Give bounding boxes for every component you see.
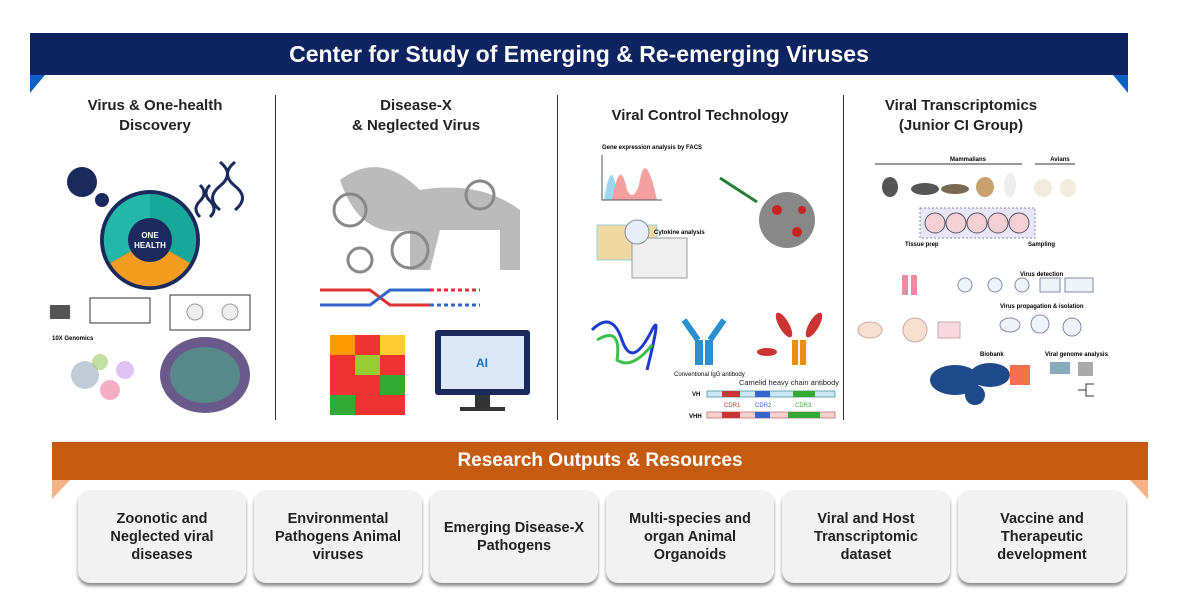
igg-antibody-icon [681, 318, 727, 365]
propagation-icons [999, 314, 1082, 337]
column-divider [843, 95, 844, 420]
genomics-label: 10X Genomics [52, 336, 94, 342]
dna-icon [194, 160, 244, 219]
cdr3-label: CDR3 [795, 403, 812, 409]
output-box-organoids: Multi-species and organ Animal Organoids [606, 490, 774, 583]
title-line: Disease-X [380, 97, 452, 114]
vaccine-virus-image [719, 176, 815, 248]
world-map-icon [930, 363, 1010, 405]
culture-icons [857, 317, 961, 343]
facs-label: Gene expression analysis by FACS [602, 145, 702, 151]
column-divider [557, 95, 558, 420]
ai-monitor-icon: AI [435, 330, 530, 411]
wheel-label: ONE [141, 231, 159, 240]
title-line: & Neglected Virus [351, 117, 481, 134]
title-line: Viral Control Technology [611, 107, 789, 124]
output-box-zoonotic: Zoonotic and Neglected viral diseases [78, 490, 246, 583]
wheel-label: HEALTH [134, 241, 166, 250]
title-line: (Junior CI Group) [898, 117, 1024, 134]
biobank-label: Biobank [980, 352, 1004, 358]
heatmap [330, 335, 405, 415]
output-box-transcriptomic-dataset: Viral and Host Transcriptomic dataset [782, 490, 950, 583]
genome-analysis-label: Viral genome analysis [1045, 352, 1109, 358]
virus-icon [67, 167, 109, 207]
vh-label: VH [692, 392, 700, 398]
transcriptomics-illustration: Mammalians Avians Tissue prep Sampling V… [857, 157, 1109, 405]
camelid-label: Camelid heavy chain antibody [739, 378, 839, 387]
one-health-illustration: ONE HEALTH 10X Genomics [50, 160, 251, 413]
cytokine-label: Cytokine analysis [654, 230, 705, 236]
one-health-wheel: ONE HEALTH [100, 190, 200, 290]
title-line: Virus & One-health [87, 97, 223, 114]
cytokine-plate-machine [596, 219, 688, 279]
recombination-icon [320, 288, 480, 307]
genomics-workflow: 10X Genomics [50, 294, 251, 342]
banner-fold-right [1130, 480, 1148, 499]
cdr2-label: CDR2 [755, 403, 772, 409]
banner-fold-right [1113, 75, 1128, 93]
banner-fold-left [52, 480, 70, 499]
disease-x-illustration: AI [320, 167, 530, 415]
column-title-viral-control: Viral Control Technology [580, 106, 820, 126]
sampling-label: Sampling [1028, 242, 1055, 248]
camelid-antibody-icon [757, 312, 823, 365]
column-divider [275, 95, 276, 420]
tsne-plot [71, 354, 134, 400]
research-outputs-banner: Research Outputs & Resources [52, 442, 1148, 480]
vhh-domain-bar [706, 411, 836, 419]
propagation-label: Virus propagation & isolation [1000, 304, 1084, 310]
output-box-disease-x: Emerging Disease-X Pathogens [430, 490, 598, 583]
vhh-label: VHH [689, 414, 702, 420]
column-title-transcriptomics: Viral Transcriptomics (Junior CI Group) [841, 96, 1081, 136]
banner-fold-left [30, 75, 45, 93]
title-line: Viral Transcriptomics [884, 97, 1038, 114]
tissue-prep-label: Tissue prep [905, 242, 939, 248]
genome-analysis-icons [1050, 362, 1094, 397]
tubes-icon [902, 275, 917, 295]
protein-structure [590, 320, 658, 371]
avians-label: Avians [1050, 157, 1070, 163]
detection-steps [957, 277, 1094, 293]
igg-label: Conventional IgG antibody [674, 372, 745, 378]
mammalians-label: Mammalians [950, 157, 987, 163]
facs-histogram [601, 155, 662, 201]
output-box-environmental: Environmental Pathogens Animal viruses [254, 490, 422, 583]
virus-detection-label: Virus detection [1020, 272, 1064, 278]
vh-domain-bar [706, 390, 836, 398]
column-title-disease-x: Disease-X & Neglected Virus [296, 96, 536, 136]
cdr1-label: CDR1 [724, 403, 741, 409]
animal-icons [882, 173, 1076, 197]
biobank-tubes-icon [1010, 365, 1030, 385]
output-box-vaccine: Vaccine and Therapeutic development [958, 490, 1126, 583]
center-title-banner: Center for Study of Emerging & Re-emergi… [30, 33, 1128, 75]
title-line: Discovery [119, 117, 191, 134]
animals-virus-image [332, 167, 520, 274]
ai-label: AI [476, 356, 488, 370]
viral-control-illustration: Gene expression analysis by FACS Cytokin… [590, 145, 839, 420]
